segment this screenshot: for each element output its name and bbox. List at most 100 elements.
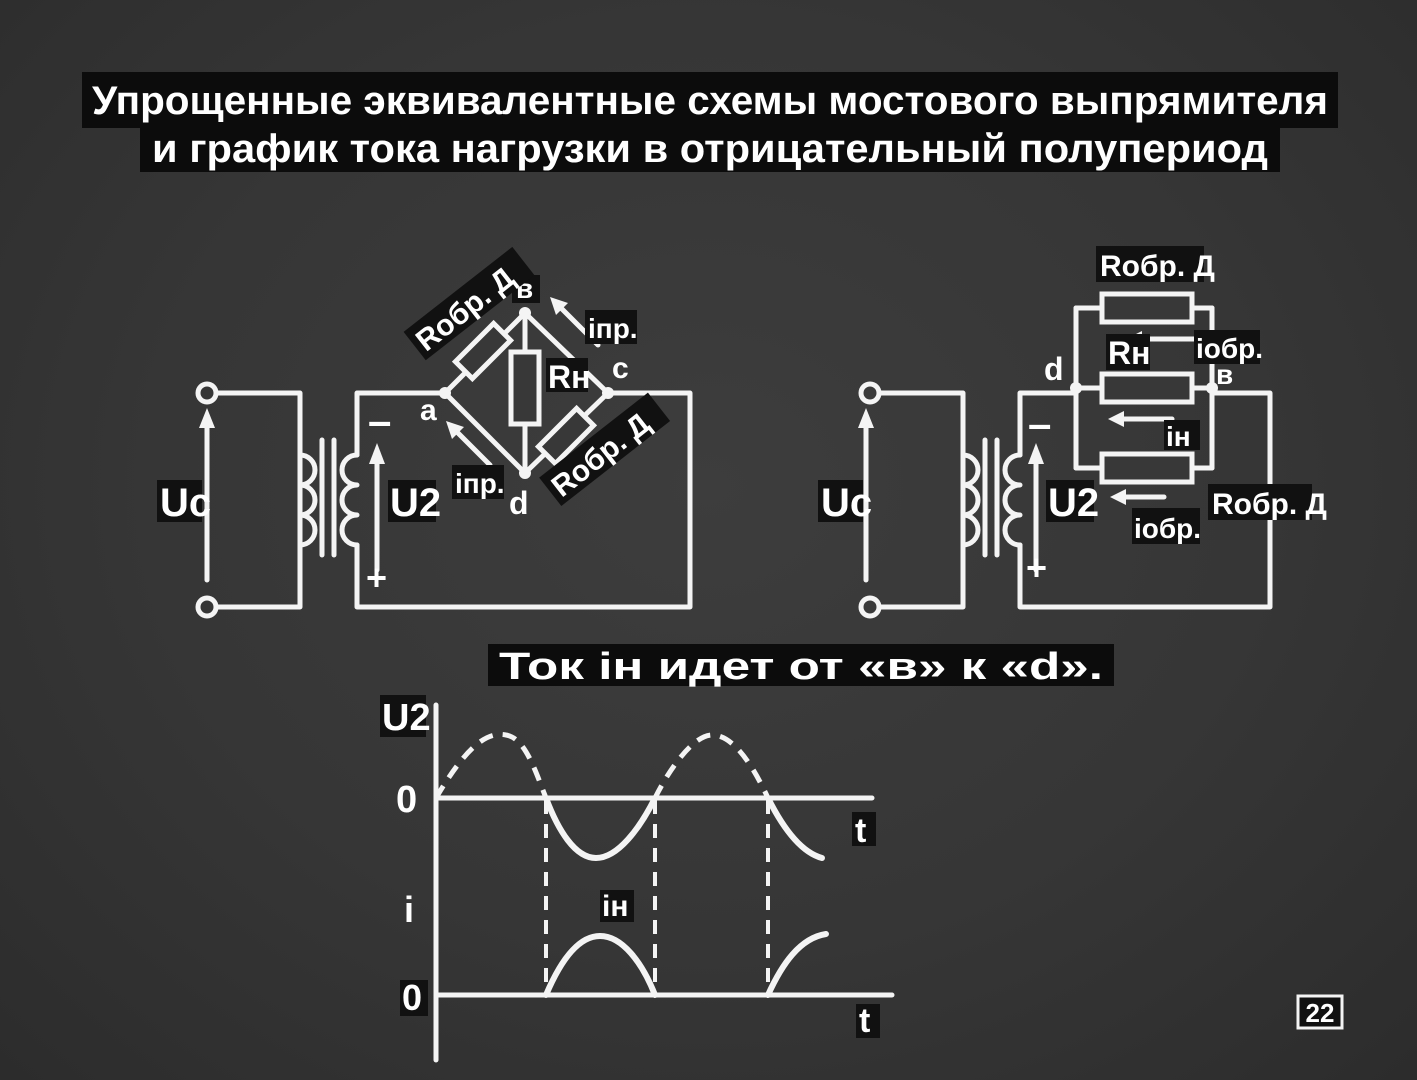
left-ipr-top-bg: [585, 310, 637, 344]
right-secondary-wire-top: [1017, 390, 1079, 458]
left-input-terminal-top: [195, 381, 219, 405]
left-plus-sign: +: [366, 557, 387, 598]
graph-i-zero-bg: [400, 980, 428, 1016]
left-node-c-label: c: [612, 352, 629, 385]
title-band-2: [140, 124, 1280, 172]
left-u2-arrowhead: [369, 443, 385, 464]
waveform-graphs: U2 0 t i iн 0 t: [380, 695, 895, 1063]
left-node-b-dot: [519, 307, 531, 319]
right-node-b-dot: [1206, 382, 1218, 394]
caption: Ток iн идет от «в» к «d».: [488, 644, 1114, 688]
right-node-b-label: в: [1216, 359, 1233, 390]
u2-positive-half-1: [433, 731, 549, 800]
left-secondary-wire-top: [354, 390, 448, 458]
left-rn-label: Rн: [548, 359, 590, 395]
page-number-text: 22: [1306, 998, 1335, 1028]
in-pulse-2: [765, 931, 829, 998]
right-uc-arrowhead: [858, 408, 874, 428]
left-node-d-dot: [519, 467, 531, 479]
title-line-1: Упрощенные эквивалентные схемы мостового…: [92, 79, 1328, 123]
right-primary-wire: [876, 390, 966, 610]
right-input-terminal-bottom: [858, 595, 882, 619]
left-uc-label-bg: [157, 480, 202, 522]
right-iobr-bottom-label: iобр.: [1134, 513, 1201, 544]
right-u2-arrowhead: [1028, 443, 1044, 464]
left-resistor-top: [451, 319, 515, 383]
caption-text: Ток iн идет от «в» к «d».: [499, 646, 1103, 688]
right-iobr-bottom-bg: [1132, 508, 1200, 544]
title-band-1: [82, 72, 1338, 128]
right-r-bottom-bg: [1208, 484, 1312, 520]
u2-positive-half-2: [652, 732, 771, 800]
u2-negative-half-1: [543, 795, 658, 862]
left-resistor-bottom: [534, 404, 598, 468]
right-secondary-coil: [1002, 452, 1023, 548]
left-node-a-dot: [439, 387, 451, 399]
graph-u-zero-label: 0: [396, 779, 417, 821]
left-ipr-bottom-arrow: [453, 428, 493, 468]
graph-t-i-bg: [856, 1004, 880, 1038]
right-u2-label-bg: [1046, 480, 1094, 522]
left-secondary-coil: [339, 452, 360, 548]
graph-t-u-bg: [852, 812, 876, 846]
title-line-2: и график тока нагрузки в отрицательный п…: [152, 127, 1268, 171]
left-load-resistor: [508, 349, 542, 427]
left-circuit: Uc U2 – + a в c d Rн Rобр. Д Rобр. Д iпр…: [157, 246, 693, 619]
right-minus-sign: –: [1028, 400, 1051, 447]
graph-t-u-label: t: [855, 812, 866, 850]
right-load-resistor: [1099, 371, 1195, 405]
left-primary-wire: [213, 390, 303, 610]
left-ipr-top-arrowhead: [550, 297, 568, 315]
left-r-bottom-bg: [539, 392, 671, 506]
page-number-box: [1296, 994, 1344, 1030]
left-minus-sign: –: [368, 397, 391, 444]
right-plus-sign: +: [1026, 547, 1047, 588]
right-r-top-bg: [1096, 246, 1204, 282]
page-number: 22: [1296, 994, 1344, 1030]
left-secondary-wire-return: [354, 390, 693, 610]
right-uc-label-bg: [818, 480, 863, 522]
right-node-d-dot: [1070, 382, 1082, 394]
left-u2-label-bg: [388, 480, 436, 522]
left-u2-label: U2: [390, 481, 441, 525]
left-uc-arrowhead: [199, 408, 215, 428]
right-node-d-label: d: [1044, 351, 1064, 387]
right-r-top-label: Rобр. Д: [1100, 250, 1215, 283]
right-resistor-bottom: [1099, 451, 1195, 485]
right-input-terminal-top: [858, 381, 882, 405]
left-ipr-bottom-arrowhead: [446, 421, 464, 439]
right-r-bottom-label: Rобр. Д: [1212, 488, 1327, 521]
left-ipr-top-label: iпр.: [588, 313, 638, 344]
right-secondary-wire-return: [1017, 390, 1273, 610]
u2-negative-half-2: [765, 795, 825, 861]
right-u2-label: U2: [1048, 481, 1099, 525]
graph-u2-label: U2: [382, 697, 431, 739]
right-rn-bg: [1106, 334, 1150, 370]
graph-i-zero-label: 0: [402, 977, 422, 1018]
left-input-terminal-bottom: [195, 595, 219, 619]
title: Упрощенные эквивалентные схемы мостового…: [82, 72, 1338, 172]
right-iobr-top-bg: [1194, 330, 1260, 364]
left-ipr-bottom-label: iпр.: [455, 468, 505, 499]
caption-band: [488, 644, 1114, 686]
left-node-a-label: a: [420, 394, 437, 427]
graph-t-i-label: t: [859, 1002, 870, 1040]
left-r-top-bg: [403, 246, 535, 361]
right-iobr-bottom-arrowhead: [1110, 489, 1126, 505]
right-in-bg: [1164, 420, 1200, 450]
graph-in-label-bg: [600, 890, 634, 922]
in-pulse-1: [543, 932, 658, 998]
left-uc-label: Uc: [160, 481, 211, 525]
right-iobr-top-label: iобр.: [1196, 333, 1263, 364]
right-resistor-top: [1099, 291, 1195, 325]
left-node-c-dot: [602, 387, 614, 399]
graph-u2-label-bg: [380, 695, 426, 737]
right-in-label: iн: [1166, 421, 1191, 452]
left-ipr-bottom-bg: [452, 465, 504, 499]
right-uc-label: Uc: [821, 481, 872, 525]
right-in-arrowhead: [1108, 411, 1124, 427]
left-node-d-label: d: [509, 485, 529, 521]
graph-in-label: iн: [602, 890, 628, 923]
right-circuit: Uc U2 – + d в Rобр. Д Rн iобр. iн Rобр. …: [818, 246, 1327, 619]
